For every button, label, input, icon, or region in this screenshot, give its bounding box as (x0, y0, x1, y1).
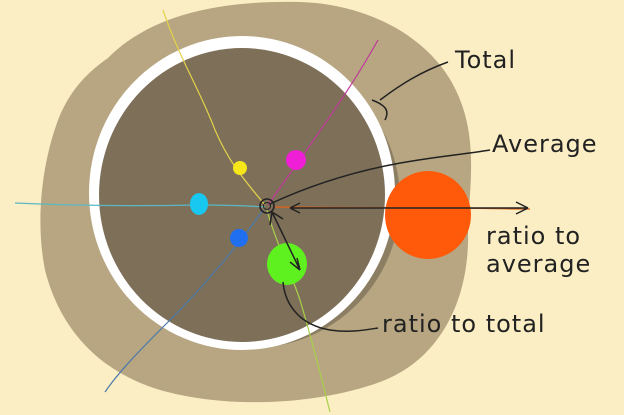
inner-region (99, 48, 385, 342)
cyan-line (14, 202, 266, 208)
ratio-total-pointer (282, 281, 379, 332)
yellow-dot (233, 161, 247, 175)
average-marker-inner (263, 202, 271, 210)
green-dot (267, 243, 307, 285)
average-marker (259, 198, 275, 214)
ratio-average-arrow (289, 201, 529, 215)
magenta-dot (286, 150, 306, 170)
blue-dot (230, 229, 248, 247)
label-ratio-to-average-2: average (486, 250, 591, 278)
cyan-dot (190, 193, 208, 215)
average-pointer (269, 149, 491, 205)
label-ratio-to-average-1: ratio to (486, 222, 581, 250)
label-total: Total (454, 46, 516, 74)
magenta-line (267, 39, 379, 206)
yellow-line (162, 9, 266, 206)
label-ratio-to-total: ratio to total (382, 310, 546, 338)
label-average: Average (492, 130, 598, 158)
ratio-total-arrow (269, 211, 301, 271)
green-line (266, 209, 331, 413)
orange-dot (385, 171, 471, 259)
total-pointer (371, 61, 449, 121)
